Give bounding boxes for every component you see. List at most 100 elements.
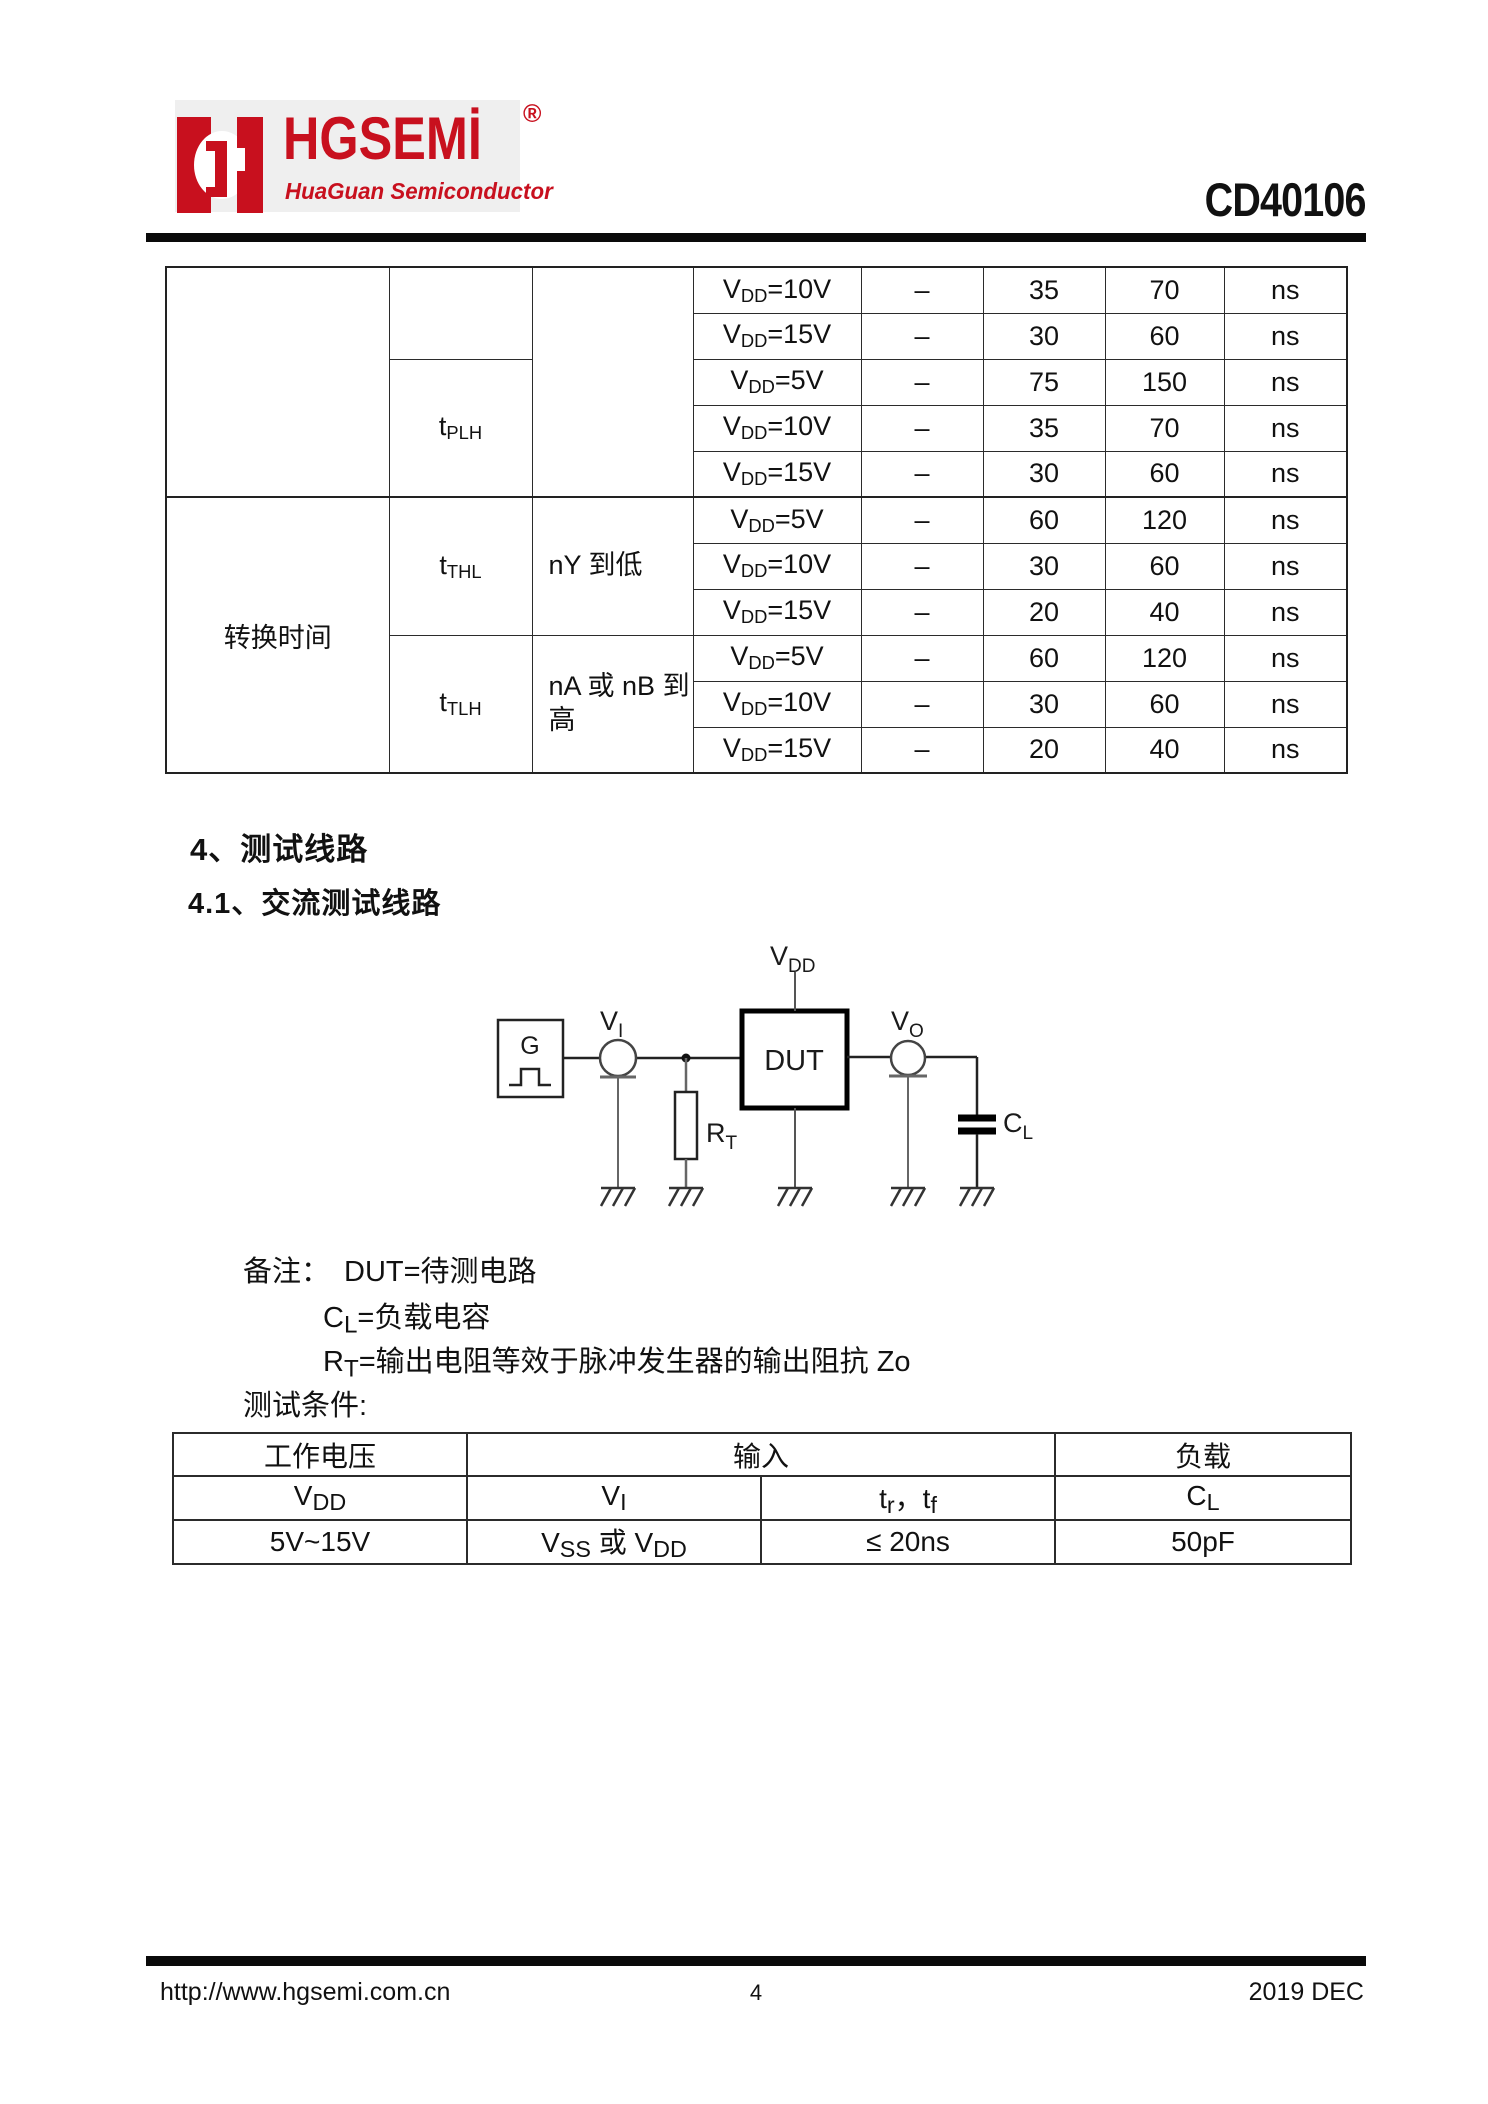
min-cell: – — [860, 680, 984, 728]
symbol-vi: VI — [466, 1474, 762, 1522]
unit-cell: ns — [1223, 358, 1348, 406]
vdd-cell: VDD=10V — [692, 404, 862, 452]
ground-symbol — [776, 1186, 814, 1207]
timing-row: VDD=10V – 30 60 ns — [166, 680, 1348, 728]
rt-label: RT — [706, 1118, 738, 1154]
registered-trademark-icon: ® — [523, 100, 542, 128]
timing-row: VDD=10V – 30 60 ns — [166, 542, 1348, 590]
typ-cell: 60 — [982, 496, 1106, 544]
ground-symbol — [667, 1186, 705, 1207]
unit-cell: ns — [1223, 588, 1348, 636]
note-line-dut: 备注： DUT=待测电路 — [243, 1258, 537, 1287]
vi-meter — [598, 1038, 638, 1078]
condition-cell-empty — [531, 266, 694, 498]
min-cell: – — [860, 266, 984, 314]
value-vi: VSS 或 VDD — [466, 1519, 762, 1566]
footer-website-link[interactable]: http://www.hgsemi.com.cn — [160, 1978, 451, 2006]
max-cell: 60 — [1104, 312, 1225, 360]
typ-cell: 20 — [982, 588, 1106, 636]
symbol-tr-tf: tr，tf — [760, 1474, 1056, 1522]
unit-cell: ns — [1223, 450, 1348, 498]
typ-cell: 60 — [982, 634, 1106, 682]
timing-row: VDD=10V – 35 70 ns — [166, 404, 1348, 452]
timing-row: 转换时间 tTHL nY 到低 VDD=5V – 60 120 ns — [165, 496, 1348, 774]
max-cell: 120 — [1104, 634, 1225, 682]
symbol-cell-empty — [388, 266, 533, 360]
symbol-vdd: VDD — [172, 1474, 468, 1522]
min-cell: – — [860, 496, 984, 544]
typ-cell: 30 — [982, 450, 1106, 498]
min-cell: – — [860, 404, 984, 452]
test-conditions-table: 工作电压 输入 负载 VDD VI tr，tf CL 5V~15V VSS 或 … — [172, 1432, 1352, 1566]
vdd-cell: VDD=10V — [692, 542, 862, 590]
ground-symbol — [958, 1186, 996, 1207]
timing-row: VDD=15V – 30 60 ns — [166, 450, 1348, 498]
unit-cell: ns — [1223, 680, 1348, 728]
param-cell-empty — [165, 266, 390, 498]
header-load: 负载 — [1054, 1432, 1352, 1477]
brand-wordmark: HGSEMİ — [283, 105, 482, 172]
unit-cell: ns — [1223, 726, 1348, 774]
unit-cell: ns — [1223, 634, 1348, 682]
vdd-cell: VDD=5V — [692, 634, 862, 682]
param-cell-transition-time: 转换时间 — [165, 496, 390, 774]
typ-cell: 35 — [982, 404, 1106, 452]
note-dut: DUT=待测电路 — [344, 1256, 537, 1288]
timing-row: VDD=15V – 20 40 ns — [166, 588, 1348, 636]
min-cell: – — [860, 588, 984, 636]
min-cell: – — [860, 312, 984, 360]
min-cell: – — [860, 634, 984, 682]
typ-cell: 30 — [982, 680, 1106, 728]
value-load-cap: 50pF — [1054, 1519, 1352, 1566]
hgsemi-logo-icon — [177, 117, 263, 213]
header-working-voltage: 工作电压 — [172, 1432, 468, 1477]
unit-cell: ns — [1223, 312, 1348, 360]
vdd-cell: VDD=15V — [692, 726, 862, 774]
ground-symbol — [889, 1186, 927, 1207]
vdd-cell: VDD=5V — [692, 358, 862, 406]
vdd-cell: VDD=5V — [692, 496, 862, 544]
vo-meter — [889, 1039, 927, 1077]
part-number: CD40106 — [1205, 173, 1367, 226]
condition-cell-ny-low: nY 到低 — [531, 496, 694, 636]
note-label: 备注： — [243, 1256, 331, 1288]
value-voltage-range: 5V~15V — [172, 1519, 468, 1566]
timing-row: VDD=15V – 20 40 ns — [166, 726, 1348, 774]
section-heading-test-circuits: 4、测试线路 — [190, 832, 369, 867]
unit-cell: ns — [1223, 266, 1348, 314]
symbol-cell-tthl: tTHL — [388, 496, 533, 636]
min-cell: – — [860, 450, 984, 498]
page-number: 4 — [749, 1980, 763, 2005]
timing-row: tPLH VDD=5V – 75 150 ns — [166, 358, 1348, 498]
symbol-cell-ttlh: tTLH — [388, 634, 533, 774]
min-cell: – — [860, 542, 984, 590]
dut-label: DUT — [764, 1045, 824, 1077]
max-cell: 70 — [1104, 266, 1225, 314]
value-rise-fall: ≤ 20ns — [760, 1519, 1056, 1566]
conditions-value-row: 5V~15V VSS 或 VDD ≤ 20ns 50pF — [172, 1519, 1352, 1566]
typ-cell: 75 — [982, 358, 1106, 406]
timing-row: tTLH nA 或 nB 到高 VDD=5V – 60 120 ns — [166, 634, 1348, 774]
footer-rule — [146, 1956, 1366, 1966]
max-cell: 120 — [1104, 496, 1225, 544]
note-line-cl: CL=负载电容 — [323, 1302, 491, 1339]
brand-tagline: HuaGuan Semiconductor — [285, 178, 553, 204]
ac-test-circuit-diagram: G VI RT DUT VDD VO CL — [496, 941, 1033, 1207]
vdd-label: VDD — [770, 941, 815, 977]
max-cell: 40 — [1104, 726, 1225, 774]
symbol-cell-tplh: tPLH — [388, 358, 533, 498]
typ-cell: 30 — [982, 542, 1106, 590]
header-input: 输入 — [466, 1432, 1056, 1477]
max-cell: 60 — [1104, 542, 1225, 590]
max-cell: 150 — [1104, 358, 1225, 406]
unit-cell: ns — [1223, 542, 1348, 590]
timing-row: VDD=15V – 30 60 ns — [166, 312, 1348, 360]
vdd-cell: VDD=15V — [692, 588, 862, 636]
header-rule — [146, 233, 1366, 242]
vdd-cell: VDD=10V — [692, 680, 862, 728]
pulse-waveform-icon — [509, 1067, 551, 1087]
symbol-cl: CL — [1054, 1474, 1352, 1522]
max-cell: 70 — [1104, 404, 1225, 452]
vo-label: VO — [891, 1006, 924, 1042]
condition-cell-na-nb-high: nA 或 nB 到高 — [531, 634, 694, 774]
